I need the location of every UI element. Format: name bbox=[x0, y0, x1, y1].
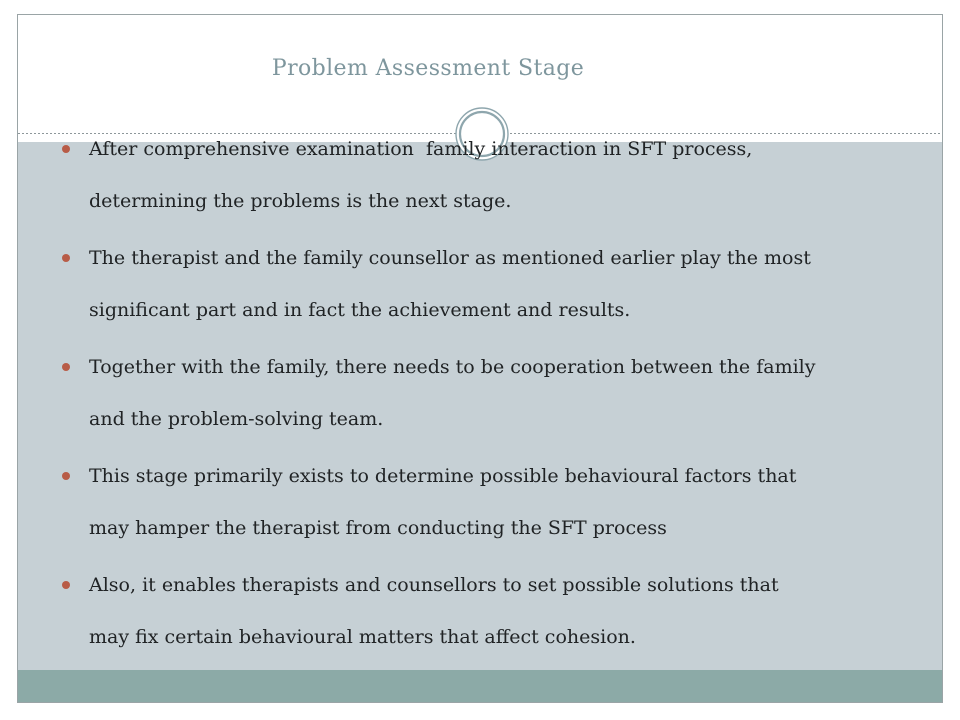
bullet-dot-icon bbox=[62, 472, 70, 480]
slide: Problem Assessment Stage After comprehen… bbox=[17, 14, 943, 703]
accent-band bbox=[18, 670, 942, 702]
list-item: The therapist and the family counsellor … bbox=[62, 232, 912, 336]
list-item: This stage primarily exists to determine… bbox=[62, 450, 912, 554]
bullet-line: Also, it enables therapists and counsell… bbox=[89, 574, 779, 596]
bullet-line: After comprehensive examination family i… bbox=[89, 138, 753, 160]
bullet-line: may hamper the therapist from conducting… bbox=[89, 517, 667, 539]
bullet-line: significant part and in fact the achieve… bbox=[89, 299, 631, 321]
bullet-line: This stage primarily exists to determine… bbox=[89, 465, 797, 487]
bullet-dot-icon bbox=[62, 254, 70, 262]
circle-ornament-icon bbox=[455, 107, 509, 161]
bullet-line: determining the problems is the next sta… bbox=[89, 190, 512, 212]
bullet-line: Together with the family, there needs to… bbox=[89, 356, 816, 378]
bullet-line: may fix certain behavioural matters that… bbox=[89, 626, 636, 648]
slide-title: Problem Assessment Stage bbox=[271, 56, 585, 81]
content-panel bbox=[18, 142, 942, 670]
bullet-dot-icon bbox=[62, 581, 70, 589]
bullet-list: After comprehensive examination family i… bbox=[62, 123, 912, 668]
list-item: After comprehensive examination family i… bbox=[62, 123, 912, 227]
bullet-dot-icon bbox=[62, 363, 70, 371]
bullet-line: and the problem-solving team. bbox=[89, 408, 384, 430]
list-item: Together with the family, there needs to… bbox=[62, 341, 912, 445]
bullet-dot-icon bbox=[62, 145, 70, 153]
bullet-line: The therapist and the family counsellor … bbox=[89, 247, 811, 269]
list-item: Also, it enables therapists and counsell… bbox=[62, 559, 912, 663]
